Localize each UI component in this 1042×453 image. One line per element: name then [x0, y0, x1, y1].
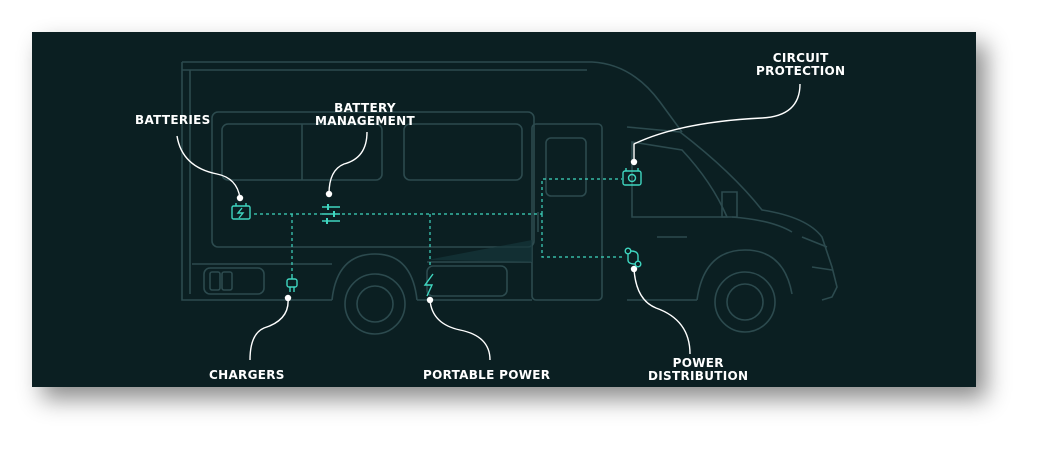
lightning-icon: [423, 273, 434, 297]
batteries-label-text: BATTERIES: [135, 113, 211, 127]
chargers-label-text: CHARGERS: [209, 368, 285, 382]
callout-dots: [236, 158, 638, 304]
power-distribution-label: POWER DISTRIBUTION: [648, 357, 748, 383]
chargers-label: CHARGERS: [209, 369, 285, 382]
power-distribution-line-1: POWER: [672, 356, 724, 370]
van-outline: [181, 61, 838, 335]
breaker-icon: [622, 168, 642, 186]
connection-lines: [254, 178, 622, 274]
power-distribution-line-2: DISTRIBUTION: [648, 369, 749, 383]
distribution-icon: [624, 247, 642, 268]
van-diagram: [176, 61, 838, 361]
circuit-protection-line-1: CIRCUIT: [772, 51, 829, 65]
sliders-icon: [322, 204, 340, 224]
portable-power-label: PORTABLE POWER: [423, 369, 550, 382]
diagram-panel: BATTERIES BATTERY MANAGEMENT CIRCUIT PRO…: [32, 32, 976, 387]
battery-icon: [231, 203, 251, 220]
circuit-protection-label: CIRCUIT PROTECTION: [756, 52, 845, 78]
circuit-protection-line-2: PROTECTION: [756, 64, 846, 78]
battery-management-label: BATTERY MANAGEMENT: [315, 102, 415, 128]
plug-icon: [286, 274, 298, 292]
battery-management-line-2: MANAGEMENT: [315, 114, 415, 128]
callout-lines: [176, 83, 801, 361]
portable-power-label-text: PORTABLE POWER: [423, 368, 551, 382]
battery-management-line-1: BATTERY: [334, 101, 396, 115]
batteries-label: BATTERIES: [135, 114, 211, 127]
